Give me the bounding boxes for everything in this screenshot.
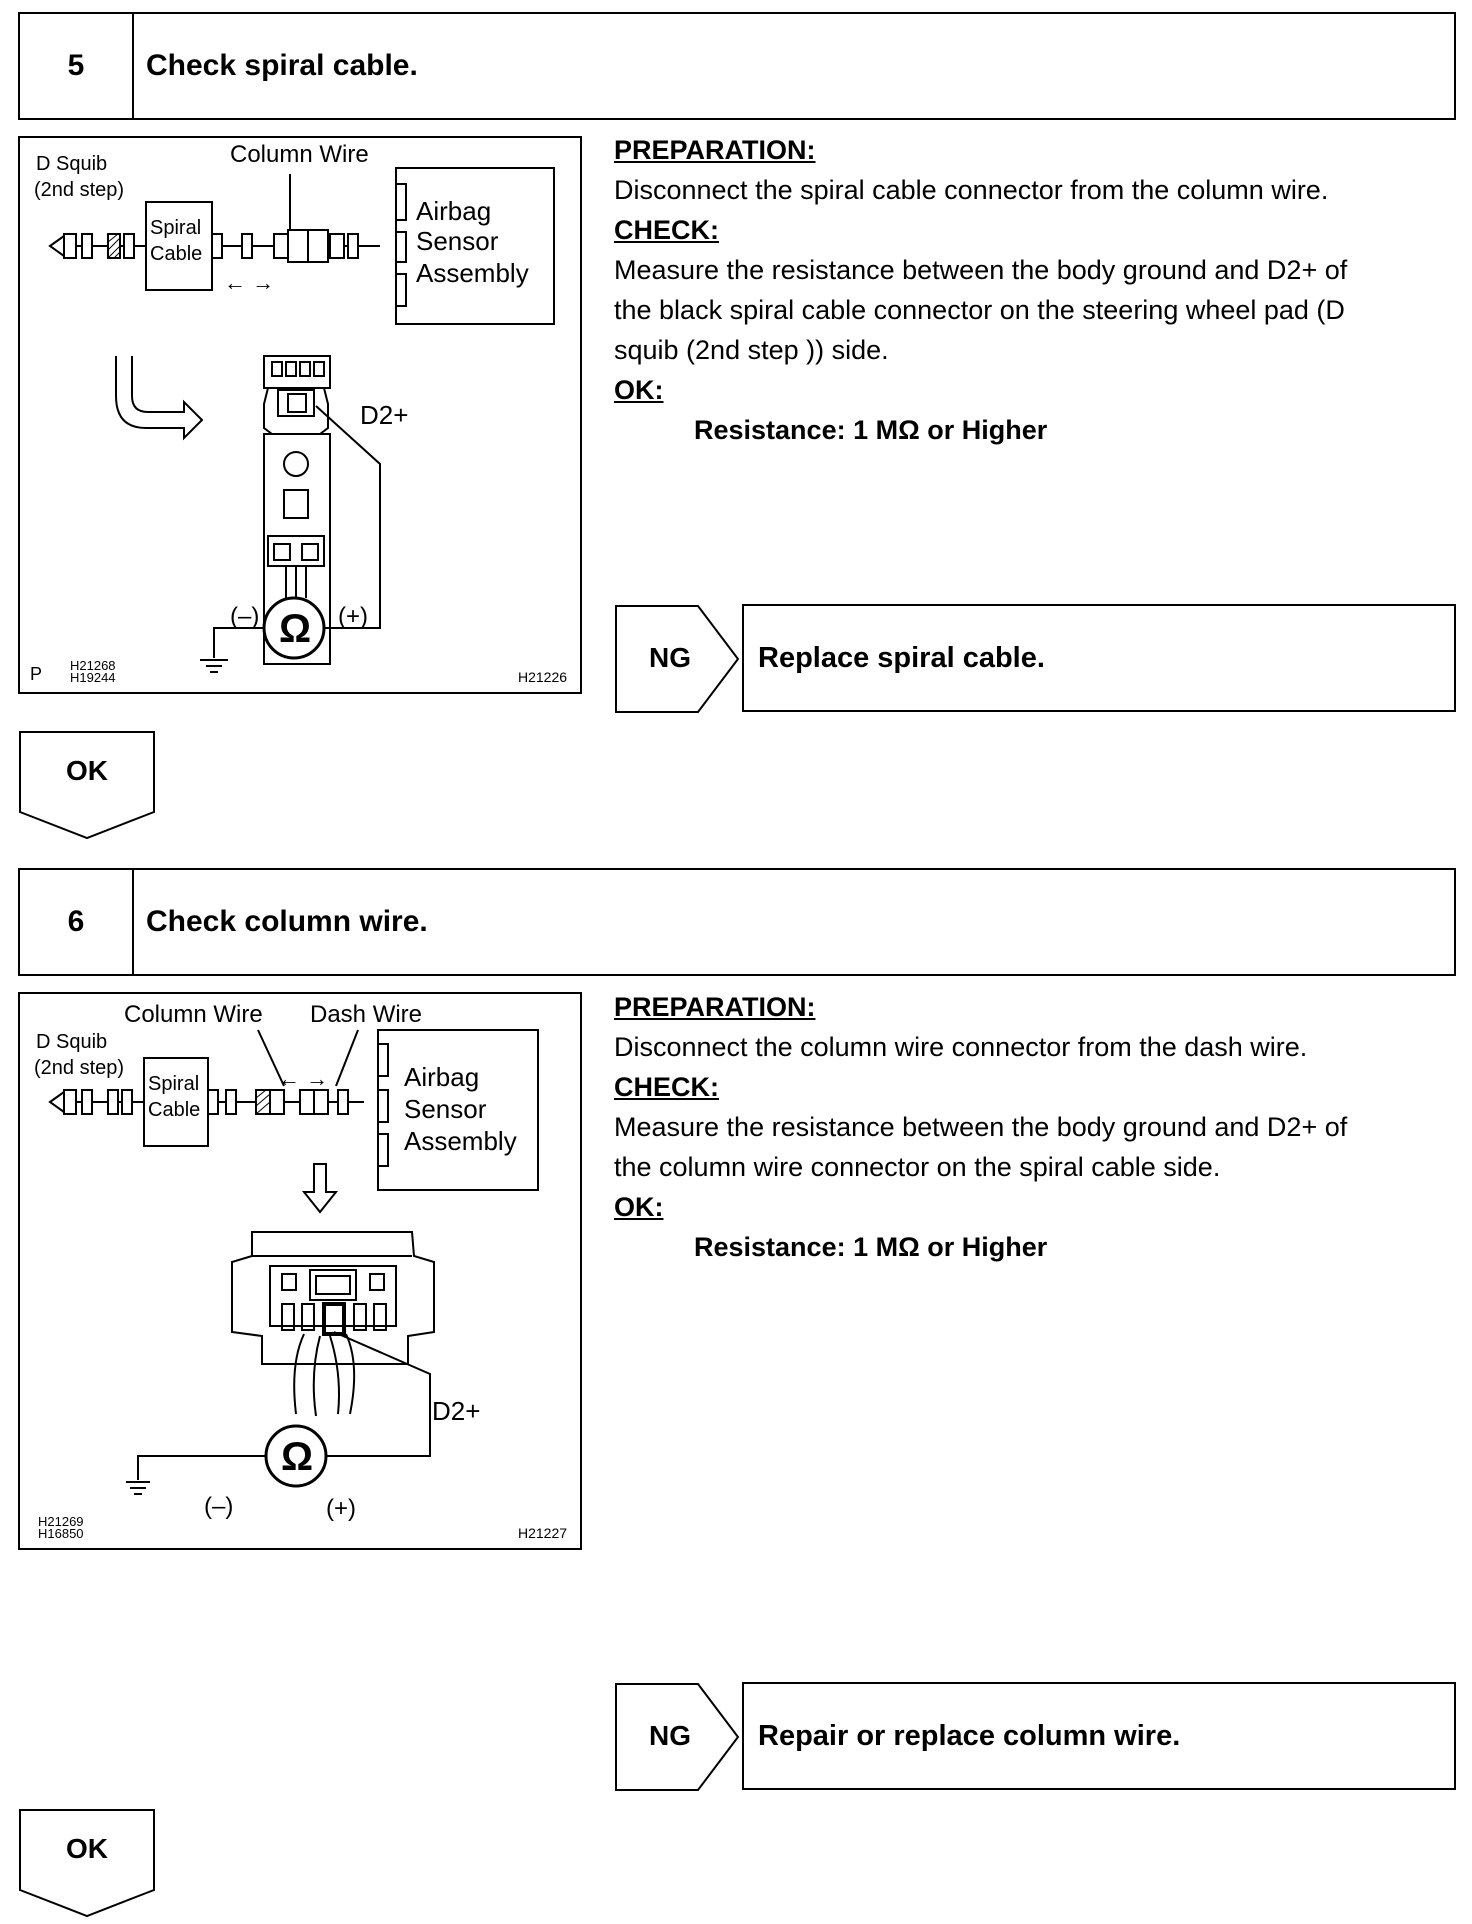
spiral-label: Spiral (150, 217, 201, 239)
ohm-symbol: Ω (279, 607, 311, 651)
column-wire-label: Column Wire (230, 141, 369, 168)
figure-code-2: H19244 (70, 670, 116, 685)
figure-code-1: H21268 (70, 658, 116, 673)
step-5-title: Check spiral cable. (146, 49, 418, 82)
2nd-step-label: (2nd step) (34, 1057, 124, 1079)
check-text-line-3: squib (2nd step )) side. (614, 335, 889, 365)
plus-label: (+) (326, 1495, 356, 1522)
spiral-label: Spiral (148, 1073, 199, 1095)
step-6-ng-tag: NG (614, 1682, 744, 1792)
cable-label: Cable (148, 1099, 200, 1121)
check-text-line-1: Measure the resistance between the body … (614, 1112, 1348, 1142)
direction-arrows: ← → (224, 270, 274, 295)
check-heading: CHECK: (614, 215, 719, 245)
airbag-label: Airbag (416, 196, 491, 226)
step-6-ok-tag: OK (18, 1808, 158, 1920)
p-label: P (30, 664, 42, 684)
step-5-ok-tag: OK (18, 730, 158, 842)
d2-plus-label: D2+ (432, 1396, 480, 1426)
d2-plus-label: D2+ (360, 400, 408, 430)
ok-arrow-shape (19, 1809, 155, 1918)
ng-arrow-shape (615, 605, 740, 713)
step-6-title: Check column wire. (146, 905, 428, 938)
ok-label: OK (66, 755, 108, 786)
step-6-number: 6 (20, 870, 134, 974)
preparation-heading: PREPARATION: (614, 135, 816, 165)
direction-arrows: ← → (278, 1066, 328, 1091)
assembly-label: Assembly (416, 258, 529, 288)
ohm-symbol: Ω (281, 1435, 313, 1479)
ok-arrow-shape (19, 731, 155, 840)
step-6-instructions: PREPARATION: Disconnect the column wire … (614, 987, 1460, 1267)
preparation-text: Disconnect the spiral cable connector fr… (614, 175, 1329, 205)
ng-arrow-shape (615, 1683, 740, 1791)
step-5-ng-action: Replace spiral cable. (742, 604, 1456, 712)
figure-code-main: H21227 (518, 1525, 567, 1541)
plus-label: (+) (338, 603, 368, 630)
figure-code-main: H21226 (518, 669, 567, 685)
ok-label: OK (66, 1833, 108, 1864)
minus-label: (–) (204, 1493, 233, 1520)
minus-label: (–) (230, 603, 259, 630)
step-6-diagram: D Squib (2nd step) Column Wire Dash Wire… (18, 992, 582, 1550)
resistance-spec: Resistance: 1 MΩ or Higher (694, 1232, 1048, 1262)
ng-label: NG (649, 642, 691, 673)
step-5-ng-tag: NG (614, 604, 744, 714)
spiral-cable-diagram-svg: D Squib (2nd step) Column Wire Spiral Ca… (30, 141, 567, 685)
figure-code-1: H21269 (38, 1514, 84, 1529)
figure-code-2: H16850 (38, 1526, 84, 1541)
preparation-heading: PREPARATION: (614, 992, 816, 1022)
2nd-step-label: (2nd step) (34, 179, 124, 201)
preparation-text: Disconnect the column wire connector fro… (614, 1032, 1308, 1062)
check-text-line-1: Measure the resistance between the body … (614, 255, 1348, 285)
assembly-label: Assembly (404, 1126, 517, 1156)
ng-label: NG (649, 1720, 691, 1751)
d-squib-label: D Squib (36, 153, 107, 175)
step-5-diagram: D Squib (2nd step) Column Wire Spiral Ca… (18, 136, 582, 694)
d-squib-label: D Squib (36, 1031, 107, 1053)
step-6-header: 6 Check column wire. (18, 868, 1456, 976)
resistance-spec: Resistance: 1 MΩ or Higher (694, 415, 1048, 445)
column-wire-diagram-svg: D Squib (2nd step) Column Wire Dash Wire… (34, 1001, 567, 1541)
step-6-ng-action: Repair or replace column wire. (742, 1682, 1456, 1790)
column-wire-label: Column Wire (124, 1001, 263, 1028)
sensor-label: Sensor (404, 1094, 487, 1124)
check-text-line-2: the column wire connector on the spiral … (614, 1152, 1221, 1182)
check-text-line-2: the black spiral cable connector on the … (614, 295, 1345, 325)
ok-heading: OK: (614, 375, 664, 405)
check-heading: CHECK: (614, 1072, 719, 1102)
ok-heading: OK: (614, 1192, 664, 1222)
step-5-header: 5 Check spiral cable. (18, 12, 1456, 120)
sensor-label: Sensor (416, 226, 499, 256)
step-5-instructions: PREPARATION: Disconnect the spiral cable… (614, 130, 1460, 450)
dash-wire-label: Dash Wire (310, 1001, 422, 1028)
airbag-label: Airbag (404, 1062, 479, 1092)
cable-label: Cable (150, 243, 202, 265)
step-5-number: 5 (20, 14, 134, 118)
